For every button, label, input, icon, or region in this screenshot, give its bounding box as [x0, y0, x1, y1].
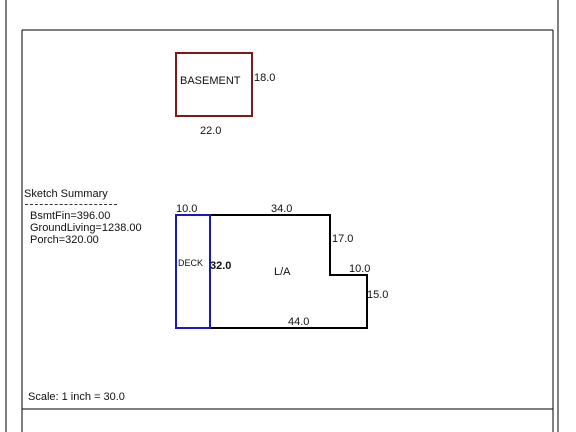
deck-height-dim: 32.0: [210, 260, 232, 272]
summary-list: BsmtFin=396.00 GroundLiving=1238.00 Porc…: [30, 210, 142, 246]
summary-divider: [25, 204, 117, 205]
summary-line-living: GroundLiving=1238.00: [30, 222, 142, 234]
deck-width-dim: 10.0: [176, 203, 198, 215]
basement-width-dim: 22.0: [200, 125, 222, 137]
living-area-outline: [175, 214, 368, 329]
summary-line-porch: Porch=320.00: [30, 234, 99, 246]
basement-label: BASEMENT: [180, 75, 241, 87]
main-right-lower-dim: 15.0: [367, 289, 389, 301]
deck-label: DECK: [178, 258, 204, 268]
main-top-dim: 34.0: [271, 203, 293, 215]
summary-title: Sketch Summary: [24, 188, 108, 200]
main-step-dim: 10.0: [349, 263, 371, 275]
main-bottom-dim: 44.0: [288, 316, 310, 328]
deck-outline: [175, 214, 211, 329]
basement-height-dim: 18.0: [254, 72, 276, 84]
basement-outline: [175, 52, 253, 117]
summary-line-bsmt: BsmtFin=396.00: [30, 210, 111, 222]
main-right-upper-dim: 17.0: [332, 233, 354, 245]
main-area-label: L/A: [274, 266, 291, 278]
scale-text: Scale: 1 inch = 30.0: [28, 391, 125, 403]
